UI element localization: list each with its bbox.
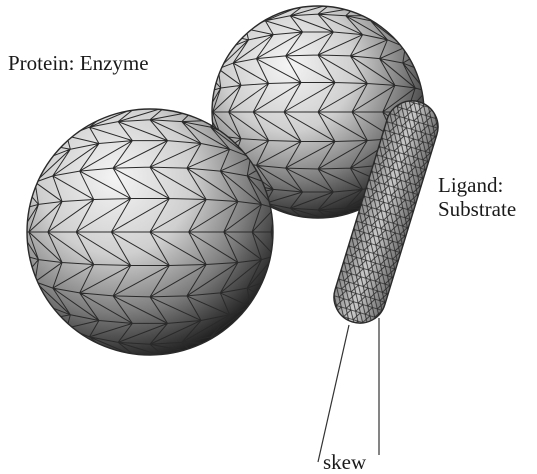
skew-label: skew [323,450,366,474]
substrate-label: Substrate [438,197,516,221]
ligand-label: Ligand: [438,173,503,197]
protein-label: Protein: Enzyme [8,51,149,75]
skew-line-left [318,325,349,462]
